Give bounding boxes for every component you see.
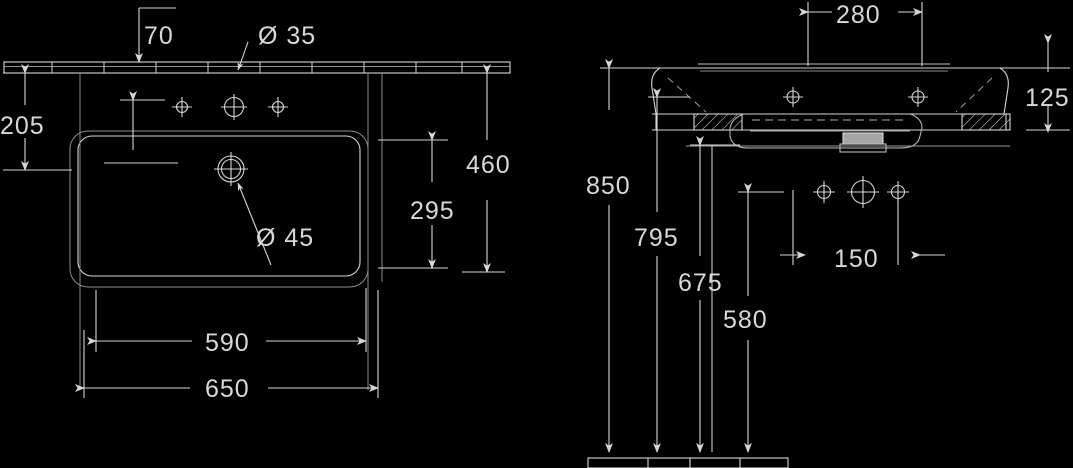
basin-cross-section bbox=[651, 67, 1011, 153]
dim-basin-inner-tick bbox=[104, 91, 178, 164]
dim-label-850: 850 bbox=[586, 172, 631, 200]
supply-connection-group bbox=[813, 176, 909, 208]
tap-hole-left bbox=[172, 97, 192, 117]
tap-hole-right bbox=[268, 97, 288, 117]
plan-basin-outline bbox=[69, 130, 369, 288]
plan-construction-lines bbox=[3, 72, 383, 390]
tap-hole-group bbox=[783, 87, 928, 107]
floor-reference-line bbox=[587, 457, 789, 468]
dim-label-drain-diameter: Ø 45 bbox=[256, 224, 314, 252]
dim-795 bbox=[648, 88, 690, 453]
dim-850 bbox=[600, 59, 640, 453]
dim-70 bbox=[135, 7, 176, 63]
dim-label-795: 795 bbox=[634, 224, 679, 252]
dim-460 bbox=[462, 64, 505, 273]
dim-label-tap-diameter: Ø 35 bbox=[258, 22, 316, 50]
dim-205 bbox=[3, 64, 72, 171]
dim-125 bbox=[1026, 34, 1070, 133]
plan-back-rim bbox=[3, 61, 511, 74]
dim-label-650: 650 bbox=[205, 375, 250, 403]
dim-label-205: 205 bbox=[0, 112, 45, 140]
dim-label-460: 460 bbox=[466, 151, 511, 179]
dim-675 bbox=[690, 136, 740, 453]
leader-tap-diameter bbox=[237, 41, 249, 71]
plan-view-group bbox=[3, 7, 511, 398]
dim-650 bbox=[75, 290, 379, 398]
dim-label-280: 280 bbox=[836, 1, 881, 29]
dim-label-590: 590 bbox=[205, 329, 250, 357]
dim-label-70: 70 bbox=[144, 22, 174, 50]
dim-280 bbox=[799, 2, 923, 66]
dim-295 bbox=[378, 131, 448, 269]
dim-label-150: 150 bbox=[834, 245, 879, 273]
drain-hole bbox=[214, 152, 248, 186]
dim-590 bbox=[87, 288, 367, 352]
section-view-group bbox=[587, 2, 1070, 468]
dim-150 bbox=[780, 190, 945, 265]
dim-580 bbox=[738, 183, 784, 453]
dim-label-125: 125 bbox=[1025, 84, 1070, 112]
tap-hole-center bbox=[221, 94, 247, 120]
dim-label-580: 580 bbox=[723, 306, 768, 334]
leader-drain-diameter bbox=[237, 182, 272, 266]
dim-label-675: 675 bbox=[678, 269, 723, 297]
dim-label-295: 295 bbox=[410, 197, 455, 225]
section-top-rim bbox=[600, 63, 1040, 72]
